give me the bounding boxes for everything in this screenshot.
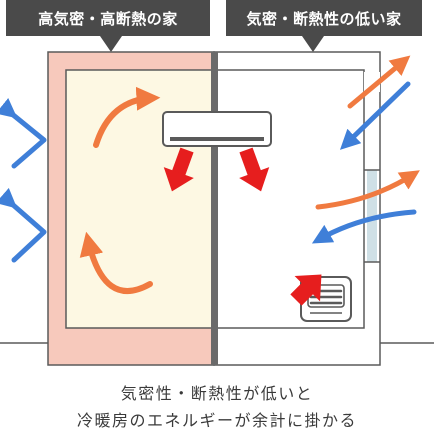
cold-air-deflect-bottom: [0, 187, 47, 263]
center-divider: [211, 52, 218, 365]
heater-heat-arrow: [290, 274, 322, 306]
label-uninsulated-house-text: 気密・断熱性の低い家: [246, 9, 402, 28]
caption-line-2: 冷暖房のエネルギーが余計に掛かる: [76, 411, 357, 430]
label-insulated-house: 高気密・高断熱の家: [6, 0, 210, 36]
warm-air-escape-middle: [315, 170, 420, 210]
heat-arrow-left: [163, 147, 194, 192]
heat-arrow-right: [239, 147, 270, 192]
air-conditioner-icon: [162, 111, 272, 147]
warm-air-escape-top: [347, 55, 411, 109]
label-uninsulated-house: 気密・断熱性の低い家: [226, 0, 422, 36]
label-right-pointer: [302, 36, 324, 52]
label-left-pointer: [100, 36, 122, 52]
warm-air-arrow-bottom: [79, 231, 153, 295]
caption-line-1: 気密性・断熱性が低いと: [120, 384, 314, 403]
cold-air-deflect-top: [0, 98, 47, 169]
cold-air-enter-middle: [311, 209, 417, 244]
warm-air-arrow-top: [93, 86, 161, 148]
wall-gap-middle: [367, 170, 377, 262]
cold-air-enter-top: [339, 81, 411, 150]
label-insulated-house-text: 高気密・高断熱の家: [38, 9, 178, 28]
